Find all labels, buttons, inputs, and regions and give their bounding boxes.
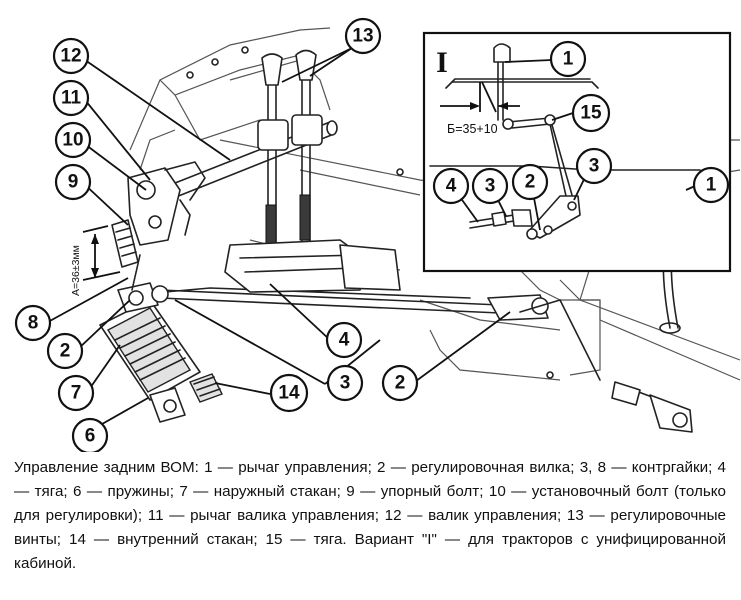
svg-text:3: 3	[340, 373, 351, 394]
svg-text:3: 3	[485, 176, 496, 197]
svg-text:1: 1	[563, 49, 574, 70]
svg-text:8: 8	[28, 313, 39, 334]
callout-2-right: 2	[381, 364, 419, 402]
svg-text:2: 2	[60, 341, 71, 362]
svg-text:4: 4	[446, 176, 457, 197]
svg-text:2: 2	[525, 172, 536, 193]
callout-14: 14	[269, 373, 309, 413]
svg-text:2: 2	[395, 373, 406, 394]
adjusting-screws-13	[257, 49, 323, 256]
svg-text:15: 15	[580, 103, 602, 124]
leader-lines	[47, 47, 696, 433]
svg-text:1: 1	[706, 175, 717, 196]
callout-13: 13	[344, 17, 382, 55]
inset-callout-2: 2	[511, 163, 549, 201]
inset-callout-3-left: 3	[471, 167, 509, 205]
inset-label: I	[436, 46, 448, 79]
svg-text:11: 11	[61, 88, 82, 109]
inset-callout-4: 4	[432, 167, 470, 205]
callout-4: 4	[325, 321, 363, 359]
callout-1: 1	[692, 166, 730, 204]
lower-linkage	[224, 239, 693, 433]
inset-callout-1: 1	[549, 40, 587, 78]
svg-text:13: 13	[352, 26, 373, 47]
svg-text:9: 9	[68, 172, 79, 193]
callout-11: 11	[52, 79, 90, 117]
shaft-lever-11	[127, 161, 206, 246]
dimension-a: А=36±3мм	[70, 225, 121, 296]
svg-text:12: 12	[60, 46, 81, 67]
svg-text:3: 3	[589, 156, 600, 177]
callout-9: 9	[54, 163, 92, 201]
inset-callout-3-right: 3	[575, 147, 613, 185]
dimension-a-label: А=36±3мм	[70, 245, 82, 296]
callout-10: 10	[54, 121, 92, 159]
rod-4	[151, 285, 601, 381]
inset-callout-15: 15	[571, 93, 611, 133]
spring-assembly	[99, 254, 201, 423]
svg-text:7: 7	[71, 383, 82, 404]
svg-text:14: 14	[278, 383, 300, 404]
callout-3: 3	[326, 364, 364, 402]
figure-caption: Управление задним ВОМ: 1 — рычаг управле…	[14, 459, 726, 572]
callout-12: 12	[52, 37, 90, 75]
svg-text:4: 4	[339, 330, 350, 351]
pto-control-diagram: А=36±3мм I Б=35+10	[14, 17, 741, 452]
callout-7: 7	[57, 374, 95, 412]
svg-text:6: 6	[85, 426, 96, 447]
callout-2-left: 2	[46, 332, 84, 370]
callout-8: 8	[14, 304, 52, 342]
callout-6: 6	[71, 417, 109, 452]
dimension-b-label: Б=35+10	[447, 122, 498, 136]
inner-cup-14	[189, 373, 223, 403]
svg-text:10: 10	[62, 130, 83, 151]
